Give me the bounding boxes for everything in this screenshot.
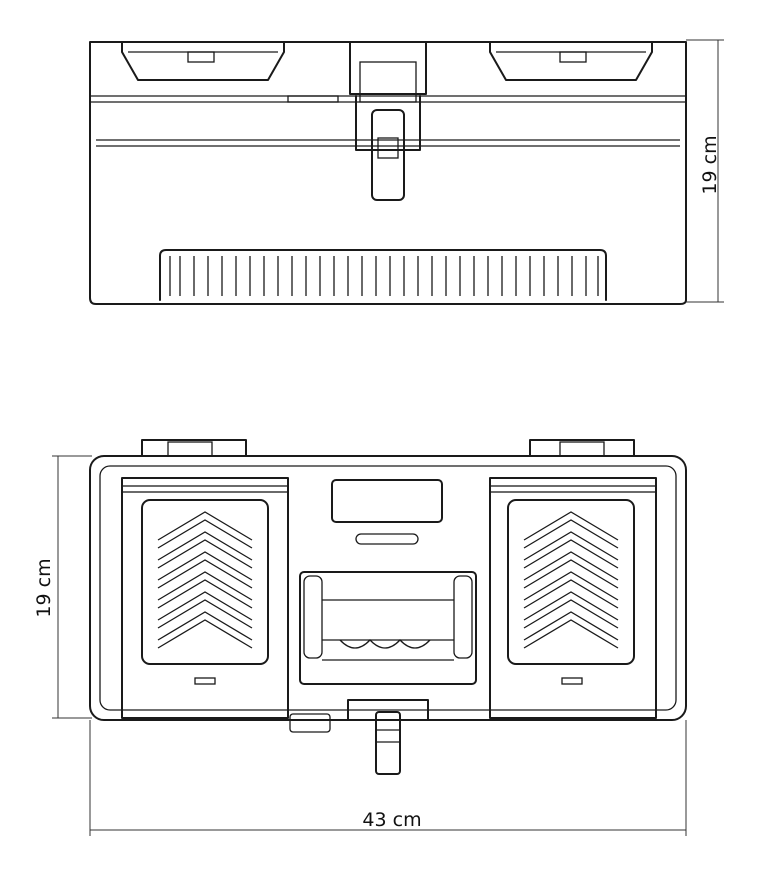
top-view [89, 439, 687, 775]
left-chevrons [157, 511, 253, 649]
width-dimension: 43 cm [89, 720, 687, 836]
front-height-label: 19 cm [699, 135, 721, 194]
front-view [89, 41, 687, 305]
grip-ribs [169, 256, 599, 296]
width-label: 43 cm [362, 809, 421, 831]
right-chevrons [523, 511, 619, 649]
front-height-dimension: 19 cm [686, 39, 724, 303]
top-depth-label: 19 cm [33, 558, 55, 617]
top-depth-dimension: 19 cm [33, 455, 92, 719]
